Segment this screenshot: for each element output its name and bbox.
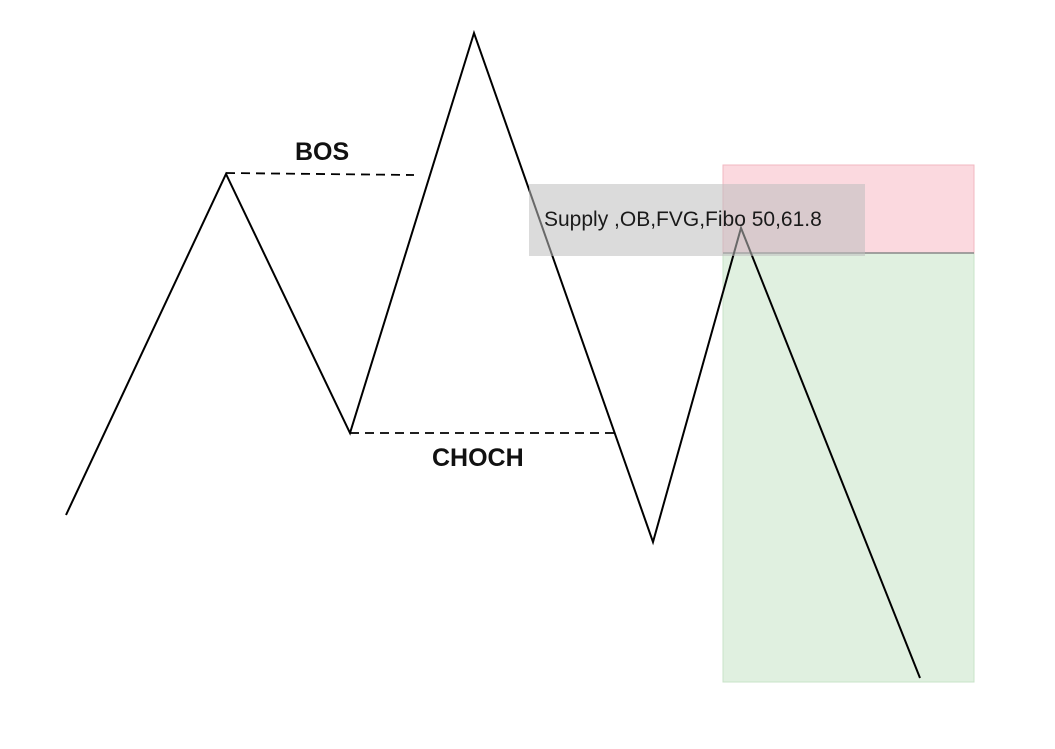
supply-zone-label: Supply ,OB,FVG,Fibo 50,61.8	[529, 184, 865, 256]
bos-label: BOS	[295, 138, 350, 166]
bos-level-line	[225, 172, 415, 176]
choch-label: CHOCH	[432, 444, 524, 472]
supply-zone-label-text: Supply ,OB,FVG,Fibo 50,61.8	[544, 208, 822, 231]
target-zone	[722, 252, 975, 683]
